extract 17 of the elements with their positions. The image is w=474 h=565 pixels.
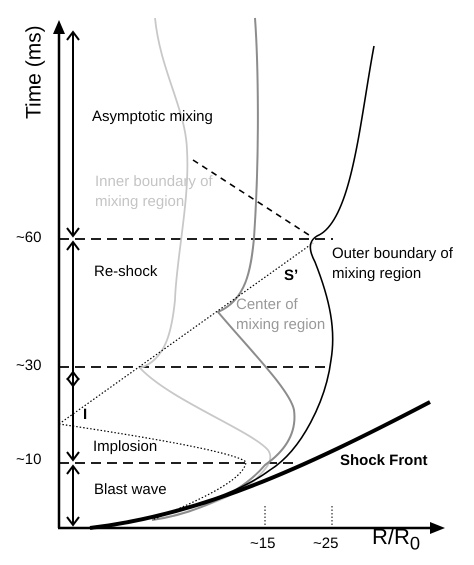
curve-label: Inner boundary of mixing region: [95, 172, 214, 212]
axis-title: Time (ms): [22, 25, 47, 120]
phase-label: Asymptotic mixing: [92, 107, 213, 127]
phase-label: Implosion: [93, 437, 158, 457]
tick-label: ~25: [313, 534, 338, 554]
tick-label: ~10: [16, 450, 42, 470]
point-label: S’: [284, 266, 298, 286]
curve-label: Shock Front: [340, 451, 428, 471]
axis-title: R/R$_{0}$: [372, 523, 420, 556]
tick-label: ~30: [16, 356, 42, 376]
point-label: I: [83, 405, 88, 425]
phase-label: Blast wave: [94, 480, 167, 500]
curve-label: Center of mixing region: [236, 295, 326, 336]
tick-label: ~60: [16, 228, 42, 248]
curve-label: Outer boundary of mixing region: [332, 244, 454, 284]
phase-label: Re-shock: [94, 262, 158, 282]
tick-label: ~15: [250, 534, 276, 554]
